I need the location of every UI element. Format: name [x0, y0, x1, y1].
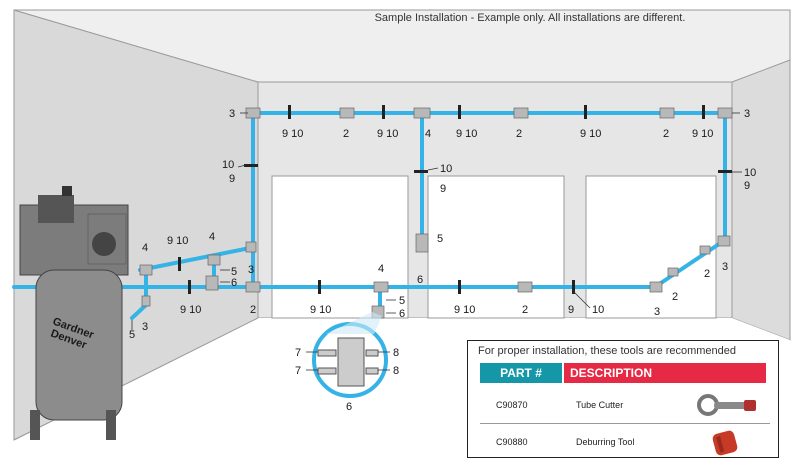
callout-10: 10: [592, 304, 604, 316]
callout-4: 4: [425, 128, 431, 140]
callout-7: 7: [295, 347, 301, 359]
callout-4: 4: [142, 242, 148, 254]
callout-10: 10: [744, 167, 756, 179]
callout-6: 6: [346, 401, 352, 413]
door-1: [271, 175, 409, 319]
callout-9-10: 9 10: [180, 304, 201, 316]
callout-2: 2: [343, 128, 349, 140]
callout-8: 8: [393, 347, 399, 359]
callout-4: 4: [378, 263, 384, 275]
disclaimer-note: Sample Installation - Example only. All …: [374, 12, 686, 24]
part-number: C90870: [496, 400, 528, 410]
callout-9: 9: [229, 173, 235, 185]
door-3: [585, 175, 717, 319]
callout-9-10: 9 10: [580, 128, 601, 140]
callout-3: 3: [744, 108, 750, 120]
callout-2: 2: [516, 128, 522, 140]
tool-row: C90870 Tube Cutter: [480, 387, 770, 424]
manifold-block: [317, 337, 379, 387]
callout-5: 5: [399, 295, 405, 307]
callout-9-10: 9 10: [167, 235, 188, 247]
callout-3: 3: [722, 261, 728, 273]
callout-9-10: 9 10: [692, 128, 713, 140]
callout-10: 10: [440, 163, 452, 175]
callout-5: 5: [231, 266, 237, 278]
callout-2: 2: [250, 304, 256, 316]
door-2: [427, 175, 565, 319]
callout-9: 9: [568, 304, 574, 316]
tool-description: Deburring Tool: [576, 437, 635, 447]
callout-8: 8: [393, 365, 399, 377]
callout-9-10: 9 10: [377, 128, 398, 140]
magnifier-cone: [326, 312, 382, 334]
callout-7: 7: [295, 365, 301, 377]
callout-10: 10: [222, 159, 234, 171]
tool-description: Tube Cutter: [576, 400, 624, 410]
callout-9: 9: [744, 180, 750, 192]
callout-9-10: 9 10: [282, 128, 303, 140]
callout-6: 6: [231, 277, 237, 289]
description-header: DESCRIPTION: [564, 363, 766, 383]
tool-row: C90880 Deburring Tool: [480, 424, 770, 460]
callout-3: 3: [229, 108, 235, 120]
callout-2: 2: [522, 304, 528, 316]
callout-6: 6: [399, 308, 405, 320]
callout-9: 9: [440, 183, 446, 195]
compressor: Gardner Denver: [19, 186, 129, 440]
pipe-fittings: [139, 107, 733, 319]
deburring-tool-icon: [712, 430, 738, 456]
callout-9-10: 9 10: [310, 304, 331, 316]
tools-title: For proper installation, these tools are…: [478, 345, 737, 357]
callout-5: 5: [129, 329, 135, 341]
callout-9-10: 9 10: [454, 304, 475, 316]
callout-3: 3: [654, 306, 660, 318]
callout-9-10: 9 10: [456, 128, 477, 140]
callout-6: 6: [417, 274, 423, 286]
callout-2: 2: [672, 291, 678, 303]
callout-2: 2: [704, 268, 710, 280]
callout-2: 2: [663, 128, 669, 140]
part-header: PART #: [480, 363, 562, 383]
callout-3: 3: [248, 264, 254, 276]
callout-3: 3: [142, 321, 148, 333]
callouts: 3 9 10 2 9 10 4 9 10 2 9 10 2 9 10 3 10 …: [129, 108, 756, 413]
valves: [178, 105, 732, 294]
callout-4: 4: [209, 231, 215, 243]
right-wall: [731, 59, 791, 341]
callout-5: 5: [437, 233, 443, 245]
tube-cutter-icon: [697, 394, 756, 416]
tools-box: For proper installation, these tools are…: [467, 340, 779, 458]
part-number: C90880: [496, 437, 528, 447]
